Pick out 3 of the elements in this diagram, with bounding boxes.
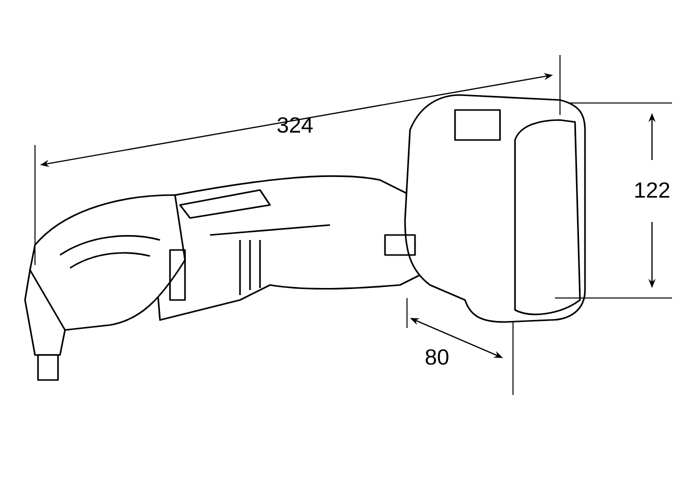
dimension-label: 122 <box>635 182 670 198</box>
dimension-label: 324 <box>277 117 313 133</box>
dimension-label: 80 <box>426 349 448 365</box>
